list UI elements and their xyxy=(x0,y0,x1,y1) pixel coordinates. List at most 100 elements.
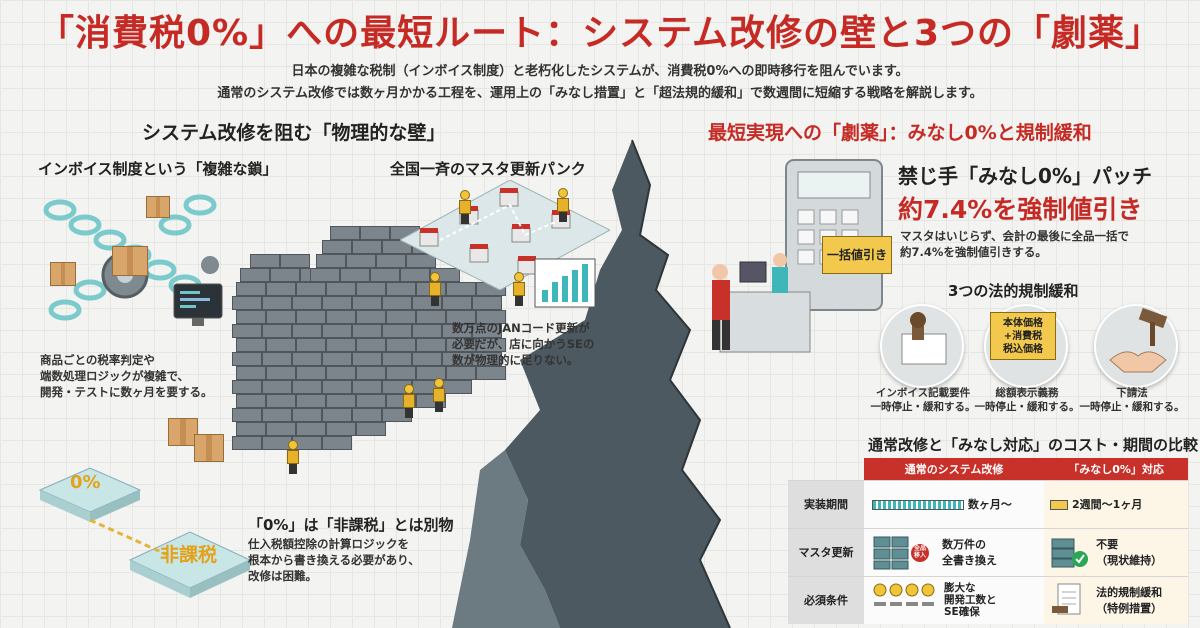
relax-item-note: 一時停止・緩和する。 xyxy=(974,401,1080,413)
invoice-desc-line: 開発・テストに数ヶ月を要する。 xyxy=(40,385,213,399)
brick xyxy=(382,240,412,254)
brick xyxy=(266,338,296,352)
tag-line: 本体価格 xyxy=(1003,318,1043,329)
col-header-normal: 通常のシステム改修 xyxy=(864,458,1045,480)
cell-text: （特例措置） xyxy=(1096,602,1163,616)
brick xyxy=(266,310,296,324)
brick xyxy=(330,226,360,240)
cell-text: 数万件の xyxy=(942,538,986,551)
cell-text: 法的規制緩和 xyxy=(1096,586,1163,600)
brick xyxy=(292,380,322,394)
subtitle-line-1: 日本の複雑な税制（インボイス制度）と老朽化したシステムが、消費税0%への即時移行… xyxy=(291,64,909,79)
handshake-gavel-icon xyxy=(1094,304,1178,388)
cell-text: 不要 xyxy=(1096,538,1119,551)
brick xyxy=(232,324,262,338)
worker-figure xyxy=(428,272,442,306)
stamp-document-icon xyxy=(880,304,964,388)
brick xyxy=(296,366,326,380)
brick xyxy=(316,254,346,268)
patch-title: 禁じ手「みなし0%」パッチ xyxy=(898,164,1152,188)
brick xyxy=(262,380,292,394)
table-row: マスタ更新 全品移入 数万件の 全書き換え 不要 （現状維持） xyxy=(788,527,1188,576)
brick xyxy=(446,282,476,296)
cell-normal: 数ヶ月〜 xyxy=(864,479,1045,528)
brick xyxy=(370,268,400,282)
relax-item-name: 総額表示義務 xyxy=(995,387,1059,399)
brick xyxy=(352,352,382,366)
brick xyxy=(340,268,370,282)
brick xyxy=(406,254,436,268)
bar-chart-icon xyxy=(534,258,596,308)
brick xyxy=(236,366,266,380)
patch-desc-line: 約7.4%を強制値引きする。 xyxy=(900,245,1047,259)
cardboard-box xyxy=(194,434,224,462)
brick xyxy=(266,422,296,436)
brick xyxy=(232,408,262,422)
brick xyxy=(262,352,292,366)
brick xyxy=(352,408,382,422)
worker-figure xyxy=(286,440,300,474)
short-period-bar xyxy=(1050,500,1069,510)
brick xyxy=(322,408,352,422)
brick xyxy=(476,366,506,380)
brick xyxy=(446,366,476,380)
brick xyxy=(416,310,446,324)
brick xyxy=(386,310,416,324)
brick xyxy=(232,436,262,450)
row-label: 必須条件 xyxy=(788,575,864,624)
tag-line: 税込価格 xyxy=(1003,344,1043,355)
brick xyxy=(262,324,292,338)
brick xyxy=(416,338,446,352)
brick xyxy=(310,268,340,282)
zero-desc-line: 仕入税額控除の計算ロジックを xyxy=(248,537,409,551)
brick xyxy=(476,310,506,324)
document-gavel-icon xyxy=(1052,583,1081,615)
brick xyxy=(352,240,382,254)
brick xyxy=(326,310,356,324)
cell-text: （現状維持） xyxy=(1096,554,1163,567)
brick xyxy=(356,338,386,352)
server-stack-icon xyxy=(873,536,929,570)
patch-desc: マスタはいじらず、会計の最後に全品一括で 約7.4%を強制値引きする。 xyxy=(900,228,1129,260)
brick xyxy=(270,268,300,282)
cell-minashi: 法的規制緩和 （特例措置） xyxy=(1044,575,1188,624)
relax-item-invoice: インボイス記載要件 一時停止・緩和する。 xyxy=(848,386,998,414)
brick xyxy=(352,296,382,310)
badge-line: 全品 xyxy=(913,545,926,552)
tag-line: +消費税 xyxy=(1003,331,1043,342)
master-desc-line: 数万点のJANコード更新が xyxy=(452,321,590,335)
zero-desc-line: 根本から書き換える必要があり、 xyxy=(248,553,420,567)
brick xyxy=(322,436,352,450)
register-scene xyxy=(712,253,811,353)
brick xyxy=(280,254,310,268)
brick xyxy=(382,324,412,338)
relax-item-total-price: 総額表示義務 一時停止・緩和する。 xyxy=(952,386,1102,414)
table-row: 実装期間 数ヶ月〜 2週間〜1ヶ月 xyxy=(788,479,1188,528)
cardboard-box xyxy=(112,246,148,276)
brick xyxy=(326,422,356,436)
subtitle-line-2: 通常のシステム改修では数ヶ月かかる工程を、運用上の「みなし措置」と「超法規的緩和… xyxy=(217,86,983,101)
brick xyxy=(446,338,476,352)
relax-title: 3つの法的規制緩和 xyxy=(948,282,1079,300)
brick xyxy=(232,380,262,394)
brick xyxy=(266,282,296,296)
server-check-icon xyxy=(1051,538,1089,568)
compare-title: 通常改修と「みなし対応」のコスト・期間の比較 xyxy=(868,436,1199,454)
brick xyxy=(382,296,412,310)
brick xyxy=(442,324,472,338)
brick xyxy=(322,324,352,338)
brick xyxy=(352,324,382,338)
brick xyxy=(386,366,416,380)
brick xyxy=(236,282,266,296)
master-desc-line: 数が物理的に足りない。 xyxy=(452,353,579,367)
table-corner xyxy=(788,458,864,480)
brick xyxy=(296,282,326,296)
relax-item-name: 下請法 xyxy=(1116,387,1148,399)
patch-big-text: 約7.4%を強制値引き xyxy=(898,195,1143,224)
cell-text: 開発工数と xyxy=(944,594,997,607)
brick xyxy=(232,352,262,366)
relax-item-note: 一時停止・緩和する。 xyxy=(1079,401,1185,413)
brick xyxy=(356,310,386,324)
cell-minashi: 2週間〜1ヶ月 xyxy=(1044,479,1188,528)
monitor-icon xyxy=(173,283,223,326)
